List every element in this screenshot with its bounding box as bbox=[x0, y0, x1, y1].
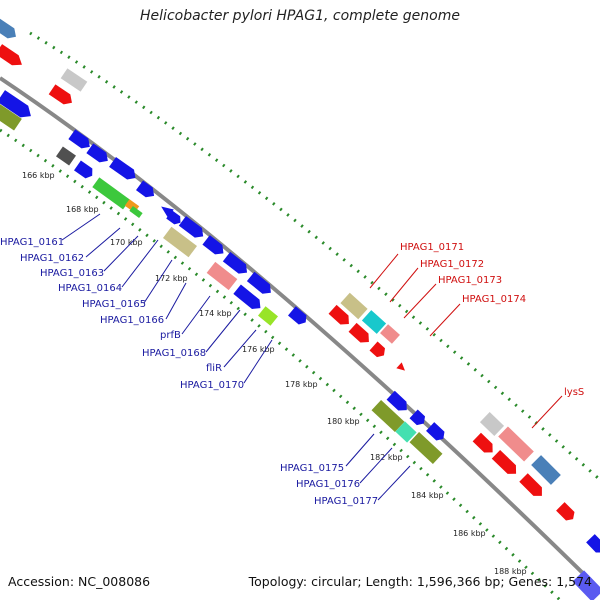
kbp-tick-label: 166 kbp bbox=[22, 171, 55, 180]
accession-text: Accession: NC_008086 bbox=[8, 574, 151, 589]
kbp-tick-label: 184 kbp bbox=[411, 491, 444, 500]
red-callout-lines bbox=[369, 253, 563, 429]
gene-label[interactable]: HPAG1_0176 bbox=[296, 479, 360, 490]
gene-label[interactable]: HPAG1_0177 bbox=[314, 496, 378, 507]
kbp-tick-label: 188 kbp bbox=[494, 567, 527, 576]
blue-callout-lines bbox=[61, 213, 411, 501]
outer-scale-ring bbox=[29, 31, 600, 480]
gene-label[interactable]: fliR bbox=[206, 363, 222, 374]
gene-label[interactable]: HPAG1_0165 bbox=[82, 299, 146, 310]
kbp-tick-labels: 166 kbp 168 kbp 170 kbp 172 kbp 174 kbp … bbox=[22, 171, 527, 576]
kbp-tick-label: 178 kbp bbox=[285, 380, 318, 389]
red-gene-labels: HPAG1_0171 HPAG1_0172 HPAG1_0173 HPAG1_0… bbox=[400, 242, 584, 398]
gene-label[interactable]: HPAG1_0164 bbox=[58, 283, 122, 294]
gene-label[interactable]: HPAG1_0163 bbox=[40, 268, 104, 279]
gene-label[interactable]: prfB bbox=[160, 330, 181, 341]
kbp-tick-label: 176 kbp bbox=[242, 345, 275, 354]
kbp-tick-label: 174 kbp bbox=[199, 309, 232, 318]
gene-label[interactable]: HPAG1_0172 bbox=[420, 259, 484, 270]
inner-scale-ring bbox=[0, 128, 562, 600]
kbp-tick-label: 168 kbp bbox=[66, 205, 99, 214]
gene-features[interactable] bbox=[0, 17, 600, 600]
kbp-tick-label: 172 kbp bbox=[155, 274, 188, 283]
gene-label[interactable]: HPAG1_0175 bbox=[280, 463, 344, 474]
kbp-tick-label: 170 kbp bbox=[110, 238, 143, 247]
gene-label[interactable]: HPAG1_0170 bbox=[180, 380, 244, 391]
gene-label[interactable]: HPAG1_0174 bbox=[462, 294, 526, 305]
blue-gene-labels: HPAG1_0161 HPAG1_0162 HPAG1_0163 HPAG1_0… bbox=[0, 237, 378, 507]
kbp-tick-label: 182 kbp bbox=[370, 453, 403, 462]
genome-backbone bbox=[0, 76, 600, 592]
kbp-tick-label: 180 kbp bbox=[327, 417, 360, 426]
gene-label[interactable]: HPAG1_0166 bbox=[100, 315, 164, 326]
gene-label[interactable]: HPAG1_0162 bbox=[20, 253, 84, 264]
kbp-tick-label: 186 kbp bbox=[453, 529, 486, 538]
map-title: Helicobacter pylori HPAG1, complete geno… bbox=[140, 8, 460, 24]
gene-label[interactable]: HPAG1_0173 bbox=[438, 275, 502, 286]
gene-label[interactable]: HPAG1_0161 bbox=[0, 237, 64, 248]
gene-label[interactable]: HPAG1_0171 bbox=[400, 242, 464, 253]
topology-text: Topology: circular; Length: 1,596,366 bp… bbox=[248, 574, 592, 589]
gene-label[interactable]: HPAG1_0168 bbox=[142, 348, 206, 359]
gene-label[interactable]: lysS bbox=[564, 387, 584, 398]
